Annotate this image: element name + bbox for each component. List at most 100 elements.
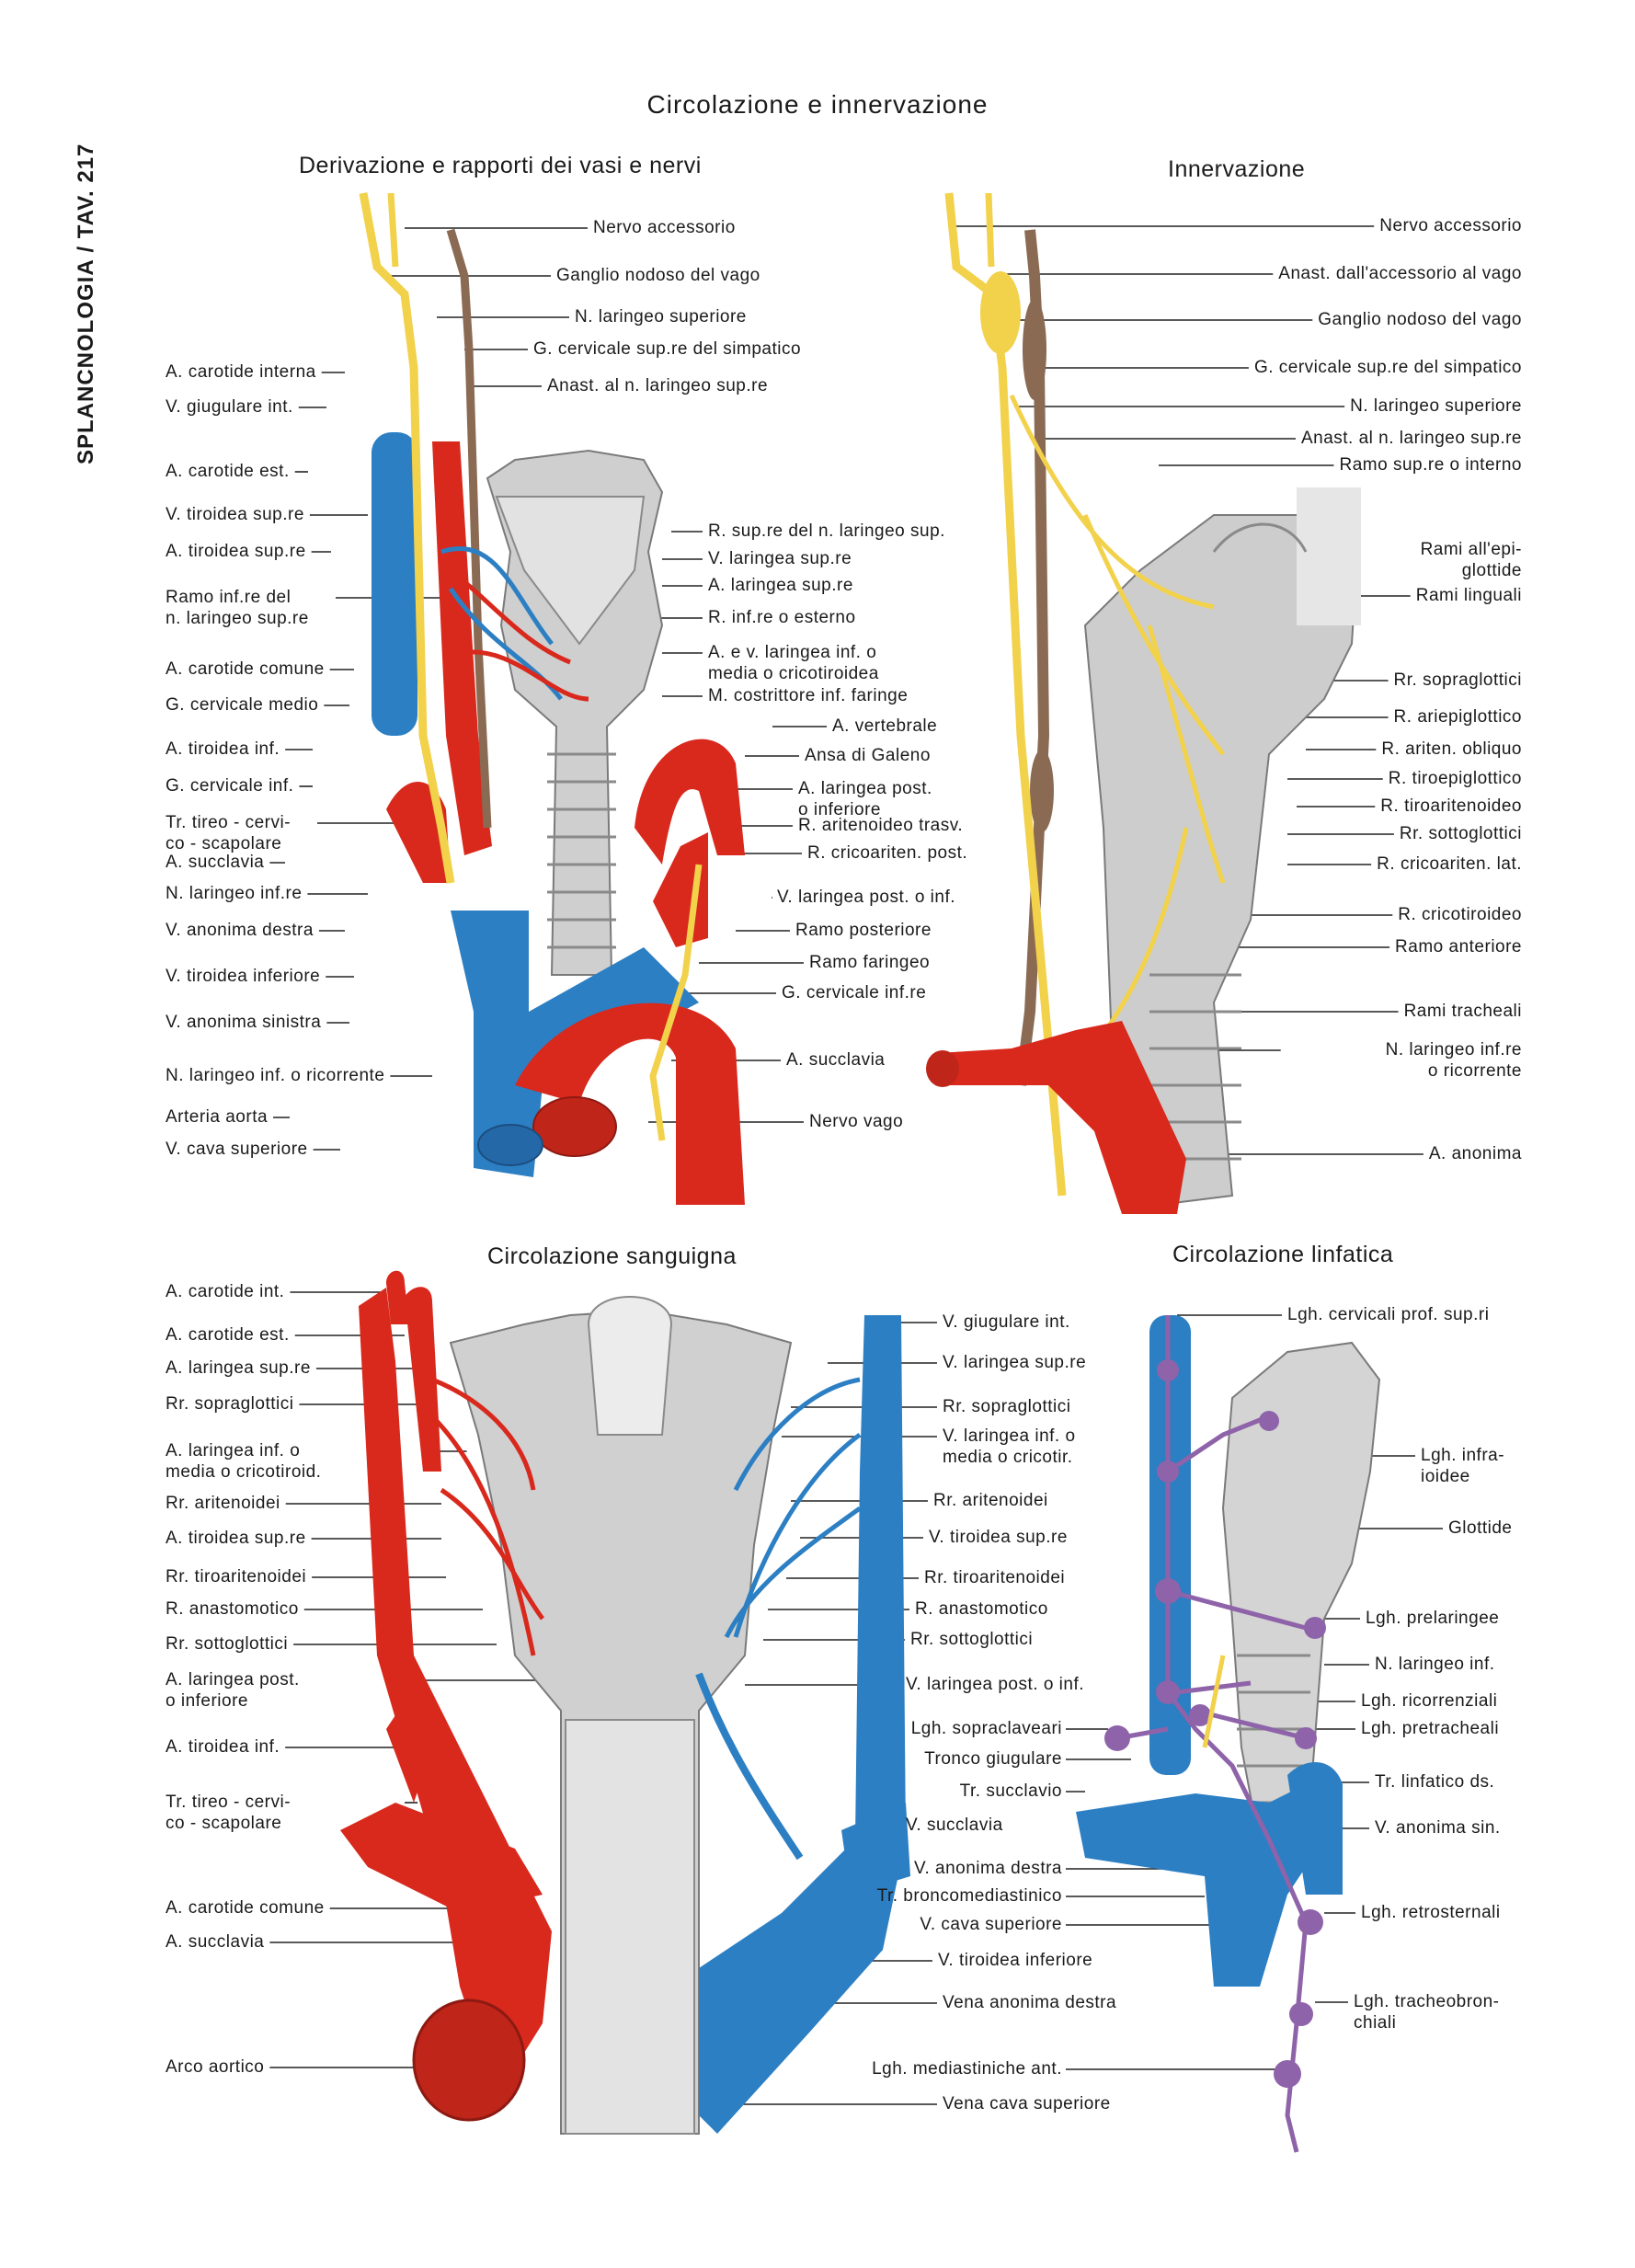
lymph-node-recurrent <box>1189 1704 1211 1726</box>
label-innervazione-ramo-anteriore: Ramo anteriore <box>1395 937 1522 956</box>
label-derivazione-ramo-faringeo: Ramo faringeo <box>809 953 931 972</box>
lymph-node-tracheobronchial <box>1289 2002 1313 2026</box>
panel-title-innervazione: Innervazione <box>1168 156 1306 182</box>
trachea-lateral-rings <box>1149 973 1241 1161</box>
label-derivazione-v-tiroidea-inferiore: V. tiroidea inferiore <box>166 967 321 986</box>
sympathetic-chain-left <box>446 228 492 829</box>
label-derivazione-a-carotide-interna: A. carotide interna <box>166 362 316 382</box>
label-derivazione-tr-tireo-cervi-co-scapolare: Tr. tireo - cervi- co - scapolare <box>166 813 292 853</box>
label-linfatica-v-anonima-destra: V. anonima destra <box>914 1859 1062 1878</box>
label-sanguigna-a-tiroidea-sup-re: A. tiroidea sup.re <box>166 1529 306 1548</box>
label-linfatica-lgh-ricorrenziali: Lgh. ricorrenziali <box>1361 1691 1498 1711</box>
label-linfatica-v-anonima-sin: V. anonima sin. <box>1375 1818 1501 1838</box>
label-linfatica-tr-linfatico-ds: Tr. linfatico ds. <box>1375 1772 1495 1792</box>
label-innervazione-rr-sopraglottici: Rr. sopraglottici <box>1393 670 1522 690</box>
label-derivazione-a-succlavia: A. succlavia <box>166 853 265 872</box>
recurrent-nerve-right <box>649 864 703 1141</box>
panel-sanguigna-figure <box>340 1270 910 2135</box>
vena-anonima-sin <box>1287 1762 1343 1895</box>
label-linfatica-glottide: Glottide <box>1448 1518 1513 1538</box>
label-derivazione-a-tiroidea-sup-re: A. tiroidea sup.re <box>166 542 306 561</box>
subclavian-artery <box>340 1803 543 1913</box>
label-derivazione-nervo-accessorio: Nervo accessorio <box>593 218 736 237</box>
label-sanguigna-a-succlavia: A. succlavia <box>166 1932 265 1952</box>
label-derivazione-a-laringea-sup-re: A. laringea sup.re <box>708 576 853 595</box>
epiglottis-posterior <box>587 1296 673 1436</box>
label-derivazione-n-laringeo-inf-re: N. laringeo inf.re <box>166 884 303 903</box>
recurrent-nerve-lymph <box>1202 1655 1226 1748</box>
thyrocervical-trunk <box>386 1701 432 1803</box>
label-innervazione-r-tiroaritenoideo: R. tiroaritenoideo <box>1380 796 1522 816</box>
label-derivazione-v-cava-superiore: V. cava superiore <box>166 1140 308 1159</box>
trachea-rings <box>547 752 616 949</box>
label-derivazione-anast-al-n-laringeo-sup-re: Anast. al n. laringeo sup.re <box>547 376 769 395</box>
label-derivazione-g-cervicale-sup-re-del-simpatico: G. cervicale sup.re del simpatico <box>533 339 802 359</box>
thyroid-vein-inferior <box>695 1672 804 1861</box>
label-sanguigna-rr-sottoglottici: Rr. sottoglottici <box>166 1634 289 1654</box>
label-derivazione-v-anonima-sinistra: V. anonima sinistra <box>166 1013 322 1032</box>
panel-linfatica-figure <box>1076 1315 1381 2153</box>
label-linfatica-lgh-infra-ioidee: Lgh. infra- ioidee <box>1421 1446 1505 1486</box>
label-derivazione-a-vertebrale: A. vertebrale <box>832 716 938 736</box>
label-sanguigna-rr-sottoglottici: Rr. sottoglottici <box>910 1630 1034 1649</box>
aorta-section <box>532 1096 617 1157</box>
label-innervazione-rami-linguali: Rami linguali <box>1415 586 1522 605</box>
label-innervazione-g-cervicale-sup-re-del-simpatico: G. cervicale sup.re del simpatico <box>1253 358 1522 377</box>
lymph-node-retrosternal <box>1298 1909 1323 1935</box>
label-derivazione-g-cervicale-medio: G. cervicale medio <box>166 695 319 715</box>
internal-jugular-vein <box>372 432 417 736</box>
vagus-nerve-left <box>359 192 455 884</box>
label-sanguigna-vena-cava-superiore: Vena cava superiore <box>943 2094 1111 2113</box>
label-sanguigna-v-tiroidea-inferiore: V. tiroidea inferiore <box>938 1951 1093 1970</box>
larynx-lymph-shape <box>1221 1341 1381 1897</box>
label-sanguigna-rr-tiroaritenoidei: Rr. tiroaritenoidei <box>166 1567 307 1586</box>
label-derivazione-a-carotide-comune: A. carotide comune <box>166 659 325 679</box>
label-sanguigna-tr-tireo-cervi-co-scapolare: Tr. tireo - cervi- co - scapolare <box>166 1793 292 1833</box>
label-sanguigna-a-laringea-inf-o-media-o-cricotiroid: A. laringea inf. o media o cricotiroid. <box>166 1441 322 1482</box>
label-derivazione-n-laringeo-superiore: N. laringeo superiore <box>575 307 747 326</box>
panel-innervazione-figure <box>926 192 1361 1214</box>
label-innervazione-r-ariten-obliquo: R. ariten. obliquo <box>1381 739 1522 759</box>
label-sanguigna-a-carotide-comune: A. carotide comune <box>166 1898 325 1918</box>
epiglottis-bg <box>1297 487 1361 625</box>
label-derivazione-a-tiroidea-inf: A. tiroidea inf. <box>166 739 280 759</box>
label-sanguigna-a-tiroidea-inf: A. tiroidea inf. <box>166 1737 280 1757</box>
lymph-node-cervical-1 <box>1157 1359 1179 1381</box>
lymph-node-mediastinal <box>1274 2060 1301 2088</box>
label-sanguigna-a-laringea-sup-re: A. laringea sup.re <box>166 1358 311 1378</box>
label-innervazione-a-anonima: A. anonima <box>1428 1144 1522 1163</box>
laryngeal-veins <box>724 1377 862 1639</box>
label-innervazione-r-cricotiroideo: R. cricotiroideo <box>1398 905 1522 924</box>
sympathetic-chain-right <box>1015 229 1050 1086</box>
laryngeal-arteries <box>430 1377 545 1656</box>
label-derivazione-r-cricoariten-post: R. cricoariten. post. <box>807 843 968 863</box>
label-linfatica-lgh-cervicali-prof-sup-ri: Lgh. cervicali prof. sup.ri <box>1287 1305 1490 1324</box>
label-linfatica-lgh-sopraclaveari: Lgh. sopraclaveari <box>910 1719 1062 1738</box>
label-sanguigna-a-carotide-est: A. carotide est. <box>166 1325 290 1345</box>
label-derivazione-v-laringea-post-o-inf: V. laringea post. o inf. <box>777 888 956 907</box>
label-sanguigna-arco-aortico: Arco aortico <box>166 2057 265 2077</box>
vena-cava-section <box>477 1124 543 1166</box>
label-sanguigna-r-anastomotico: R. anastomotico <box>166 1599 299 1619</box>
label-sanguigna-v-laringea-sup-re: V. laringea sup.re <box>943 1353 1087 1372</box>
label-derivazione-g-cervicale-inf: G. cervicale inf. <box>166 776 294 796</box>
label-sanguigna-rr-aritenoidei: Rr. aritenoidei <box>933 1491 1048 1510</box>
label-innervazione-ramo-sup-re-o-interno: Ramo sup.re o interno <box>1339 455 1522 475</box>
label-linfatica-tr-succlavio: Tr. succlavio <box>959 1781 1062 1801</box>
label-innervazione-nervo-accessorio: Nervo accessorio <box>1379 216 1522 235</box>
label-derivazione-r-sup-re-del-n-laringeo-sup: R. sup.re del n. laringeo sup. <box>708 521 945 541</box>
label-derivazione-r-aritenoideo-trasv: R. aritenoideo trasv. <box>798 816 964 835</box>
aortic-arch <box>515 1002 745 1205</box>
label-innervazione-r-tiroepiglottico: R. tiroepiglottico <box>1388 769 1522 788</box>
panel-title-sanguigna: Circolazione sanguigna <box>487 1243 737 1269</box>
subclavian-vein <box>841 1803 910 1895</box>
label-sanguigna-vena-anonima-destra: Vena anonima destra <box>943 1993 1117 2012</box>
label-derivazione-r-inf-re-o-esterno: R. inf.re o esterno <box>708 608 856 627</box>
label-linfatica-lgh-tracheobron-chiali: Lgh. tracheobron- chiali <box>1354 1992 1500 2033</box>
label-derivazione-ramo-posteriore: Ramo posteriore <box>795 921 932 940</box>
label-innervazione-n-laringeo-superiore: N. laringeo superiore <box>1350 396 1522 416</box>
label-derivazione-v-laringea-sup-re: V. laringea sup.re <box>708 549 852 568</box>
external-carotid <box>405 1287 441 1472</box>
label-linfatica-lgh-pretracheali: Lgh. pretracheali <box>1361 1719 1500 1738</box>
label-sanguigna-a-laringea-post-o-inferiore: A. laringea post. o inferiore <box>166 1670 300 1711</box>
